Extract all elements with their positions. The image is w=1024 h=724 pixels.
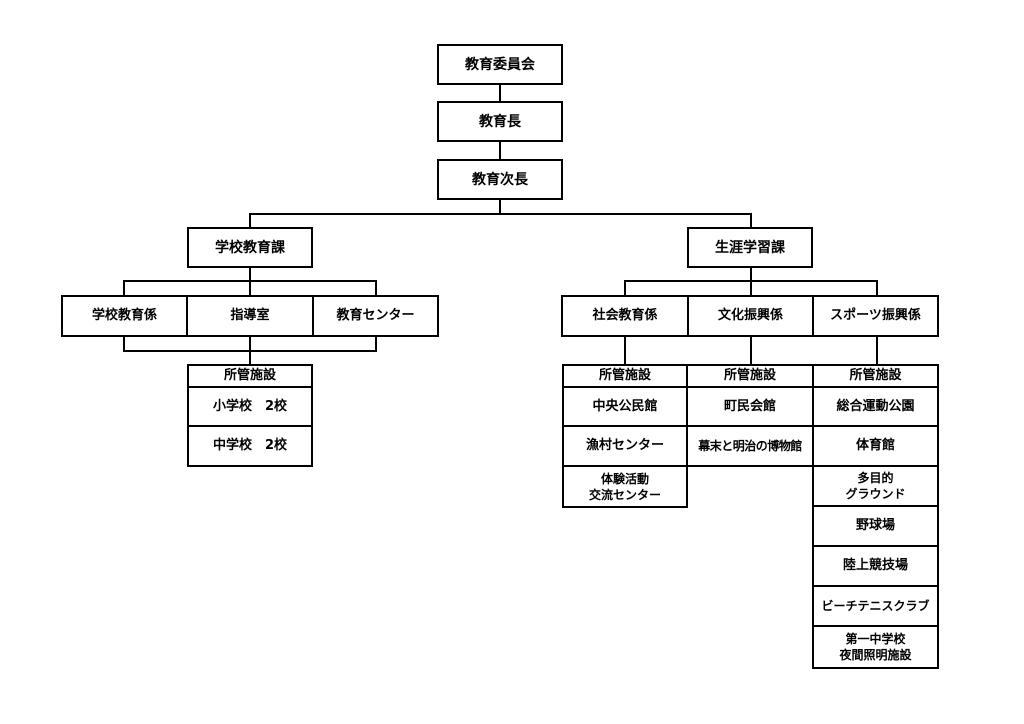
connector — [249, 213, 752, 215]
unit-box: 文化振興係 — [687, 295, 814, 337]
facility-header: 所管施設 — [688, 366, 812, 388]
facility-item: 漁村センター — [564, 427, 686, 467]
connector — [876, 280, 878, 296]
connector — [624, 337, 626, 365]
connector — [249, 337, 251, 365]
superintendent-box: 教育長 — [437, 101, 563, 142]
facility-header: 所管施設 — [564, 366, 686, 388]
unit-box: 指導室 — [186, 295, 314, 337]
facility-item: 体育館 — [814, 427, 937, 467]
connector — [876, 337, 878, 365]
facility-header: 所管施設 — [189, 366, 311, 388]
connector — [750, 213, 752, 228]
school-education-dept-box: 学校教育課 — [187, 227, 313, 268]
facility-item: 幕末と明治の博物館 — [698, 439, 802, 453]
facility-item: 野球場 — [814, 507, 937, 547]
connector — [750, 337, 752, 365]
facility-item: 多目的 グラウンド — [814, 467, 937, 507]
connector — [375, 280, 377, 296]
connector — [499, 199, 501, 214]
facility-item: 陸上競技場 — [814, 547, 937, 587]
lifelong-learning-dept-box: 生涯学習課 — [687, 227, 813, 268]
deputy-superintendent-box: 教育次長 — [437, 159, 563, 200]
unit-box: 教育センター — [312, 295, 439, 337]
facility-group-culture: 所管施設 町民会館 幕末と明治の博物館 — [686, 364, 814, 467]
connector — [750, 267, 752, 281]
connector — [624, 280, 626, 296]
connector — [123, 337, 125, 351]
unit-box: 学校教育係 — [61, 295, 188, 337]
unit-box: スポーツ振興係 — [812, 295, 939, 337]
connector — [123, 280, 125, 296]
facility-item: ビーチテニスクラブ — [814, 587, 937, 627]
facility-group-sports: 所管施設 総合運動公園 体育館 多目的 グラウンド 野球場 陸上競技場 ビーチテ… — [812, 364, 939, 669]
facility-item: 総合運動公園 — [814, 388, 937, 427]
connector — [750, 280, 752, 296]
facility-item: 中学校 2校 — [212, 438, 288, 453]
connector — [249, 267, 251, 281]
board-of-education-box: 教育委員会 — [437, 44, 563, 85]
facility-item: 体験活動 交流センター — [588, 471, 661, 502]
facility-item: 小学校 2校 — [189, 388, 311, 427]
facility-item: 町民会館 — [688, 388, 812, 427]
connector — [249, 280, 251, 296]
facility-item: 中央公民館 — [564, 388, 686, 427]
facility-group-social: 所管施設 中央公民館 漁村センター 体験活動 交流センター — [562, 364, 688, 508]
connector — [499, 141, 501, 159]
facility-group-school: 所管施設 小学校 2校 中学校 2校 — [187, 364, 313, 467]
connector — [375, 337, 377, 351]
connector — [249, 213, 251, 228]
connector — [499, 83, 501, 101]
facility-item: 第一中学校 夜間照明施設 — [839, 632, 912, 662]
facility-header: 所管施設 — [814, 366, 937, 388]
unit-box: 社会教育係 — [561, 295, 689, 337]
